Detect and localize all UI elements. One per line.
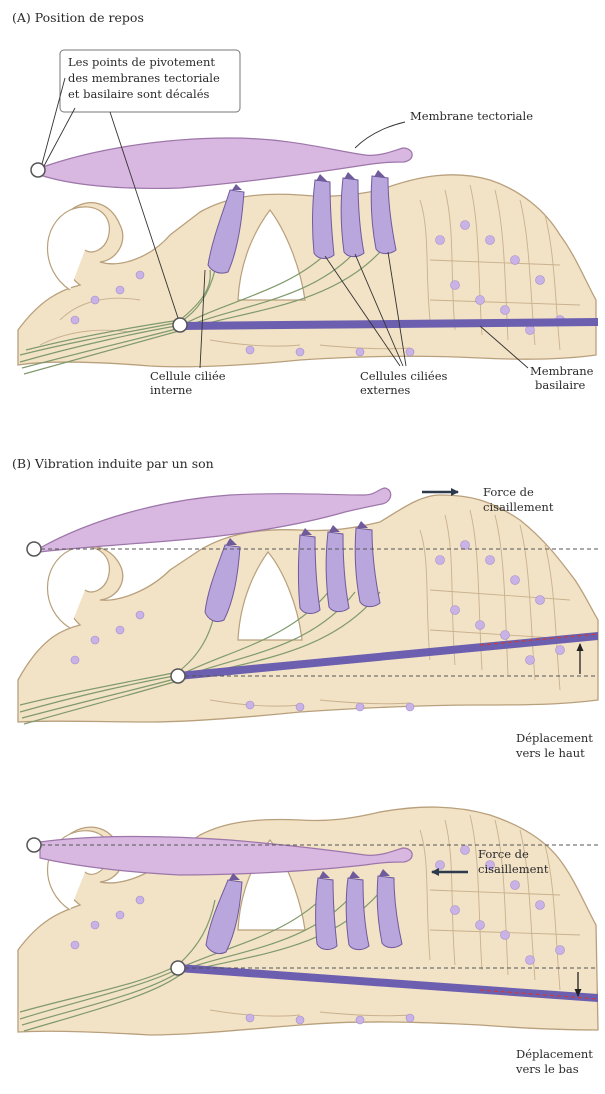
panel-b-title: (B) Vibration induite par un son <box>12 456 214 471</box>
support-tissue <box>18 175 596 367</box>
panel-a-tissue <box>18 175 596 367</box>
label-basilar-membrane-2: basilaire <box>535 378 586 392</box>
displacement-down-label-2: vers le bas <box>515 1062 579 1076</box>
label-outer-hair-cells-2: externes <box>360 383 410 397</box>
callout-line-3: et basilaire sont décalés <box>68 87 210 101</box>
label-inner-hair-cell-1: Cellule ciliée <box>150 369 226 383</box>
panel-a-title: (A) Position de repos <box>12 10 144 25</box>
displacement-down-label-1: Déplacement <box>516 1047 593 1061</box>
callout-line-2: des membranes tectoriale <box>68 71 220 85</box>
label-inner-hair-cell-2: interne <box>150 383 192 397</box>
tectorial-pivot <box>31 163 45 177</box>
shear-label-up-2: cisaillement <box>483 500 554 514</box>
panel-b-down: Force de cisaillement Déplacement vers l… <box>18 807 598 1076</box>
displacement-up-label-1: Déplacement <box>516 731 593 745</box>
panel-b-up: (B) Vibration induite par un son <box>12 456 598 760</box>
outer-hair-cell-1 <box>313 180 334 259</box>
basilar-pivot <box>173 318 187 332</box>
label-basilar-membrane-1: Membrane <box>530 364 594 378</box>
label-tectorial-membrane: Membrane tectoriale <box>410 109 533 123</box>
callout-line-1: Les points de pivotement <box>68 55 215 69</box>
shear-label-down-1: Force de <box>478 847 529 861</box>
shear-label-down-2: cisaillement <box>478 862 549 876</box>
label-outer-hair-cells-1: Cellules ciliées <box>360 369 447 383</box>
shear-label-up-1: Force de <box>483 485 534 499</box>
panel-a: (A) Position de repos <box>12 10 598 397</box>
displacement-up-label-2: vers le haut <box>515 746 585 760</box>
